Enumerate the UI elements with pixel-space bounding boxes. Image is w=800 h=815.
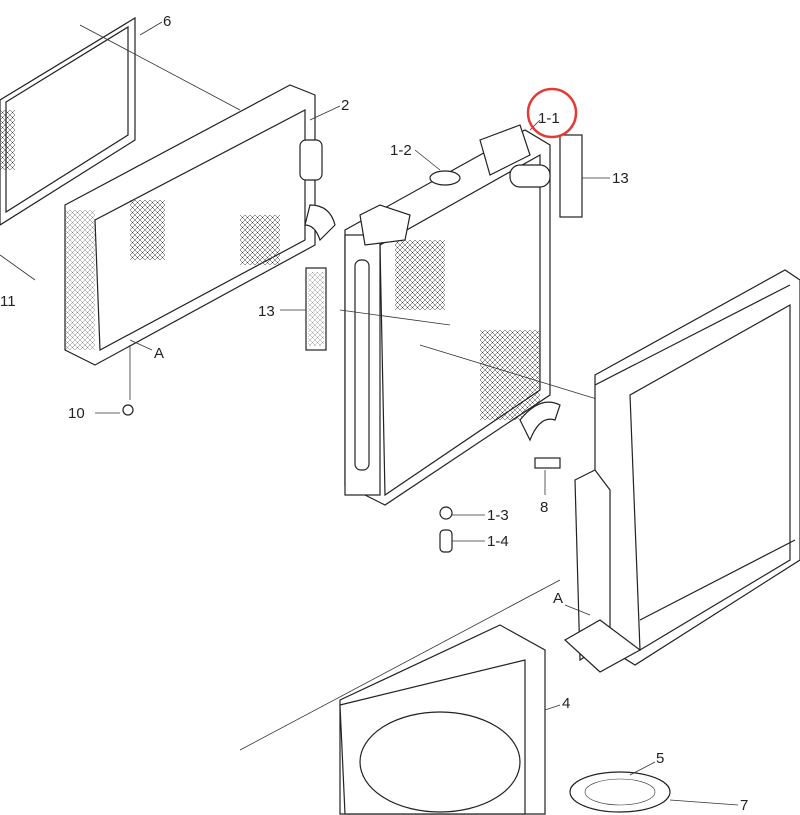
label-6: 6	[163, 13, 171, 30]
label-1-1: 1-1	[538, 110, 560, 127]
label-a-right: A	[553, 590, 563, 607]
part-13-seal-right	[559, 134, 583, 218]
part-1-radiator	[339, 124, 601, 506]
label-a-left: A	[154, 345, 164, 362]
label-8: 8	[540, 499, 548, 516]
seal-mesh	[308, 272, 324, 346]
part-5-fan	[569, 771, 671, 813]
part-4-fan-shroud	[239, 579, 561, 815]
label-11: 11	[0, 293, 16, 310]
part-2-cooler	[0, 84, 336, 416]
part-6-screen	[0, 16, 241, 226]
highlight-circle	[526, 87, 578, 139]
shroud-frame	[563, 269, 800, 673]
label-10: 10	[68, 405, 85, 422]
label-13-left: 13	[258, 303, 275, 320]
part-labels: 6 2 1-1 1-2 13 13 11 A 10 1-3 1-4 8 A 4 …	[0, 13, 748, 814]
label-1-4: 1-4	[487, 533, 509, 550]
part-8-bolt	[534, 457, 561, 469]
label-7: 7	[740, 797, 748, 814]
part-1-3-drain-cock	[439, 506, 453, 520]
label-4: 4	[562, 695, 570, 712]
label-1-3: 1-3	[487, 507, 509, 524]
label-1-2: 1-2	[390, 142, 412, 159]
part-1-4-plug	[439, 529, 453, 553]
label-2: 2	[341, 97, 349, 114]
label-5: 5	[656, 750, 664, 767]
label-13-right: 13	[612, 170, 629, 187]
